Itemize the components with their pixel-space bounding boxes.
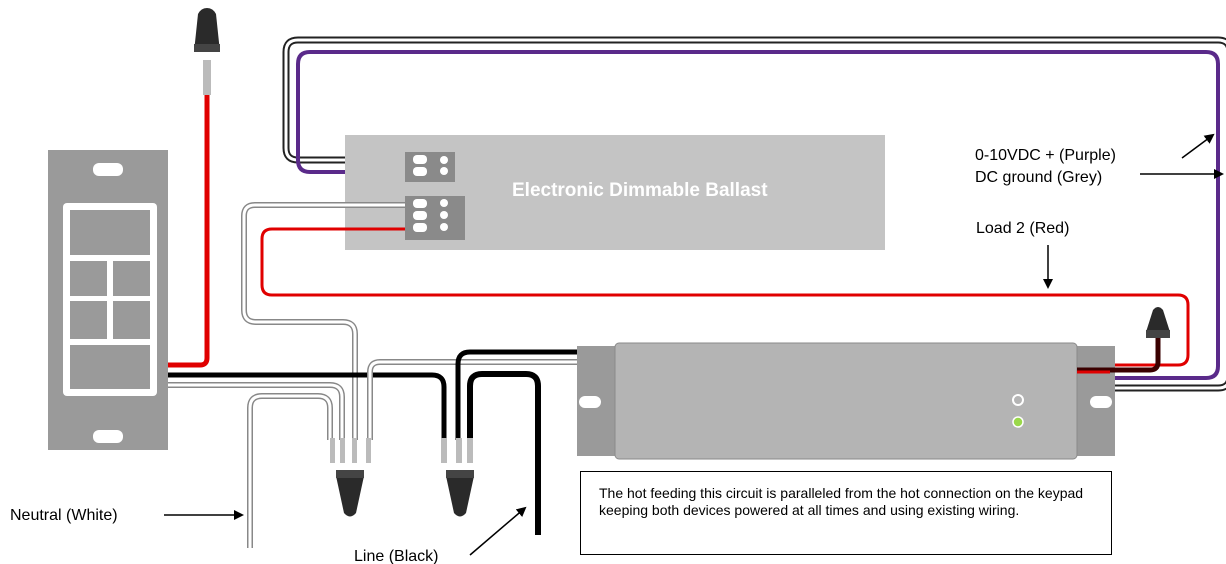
keypad-bottom-slot xyxy=(93,430,123,443)
keypad-line-neutral-wires xyxy=(168,349,620,548)
label-neutral: Neutral (White) xyxy=(10,507,118,524)
module-red-wire xyxy=(1077,338,1161,374)
wire-nut-neutral xyxy=(336,476,364,517)
terminal-screws xyxy=(413,155,448,232)
keypad-button-6 xyxy=(70,345,150,389)
ballast-terminal-block-dc xyxy=(405,152,455,182)
label-arrows xyxy=(164,133,1224,556)
keypad xyxy=(48,150,168,450)
module-led-green xyxy=(1012,416,1024,428)
wire-nut-top xyxy=(194,8,220,52)
keypad-white-wire xyxy=(168,383,344,440)
neutral-white-wire-outline xyxy=(247,393,333,548)
ballast-grey-wires xyxy=(241,202,405,440)
module-white-wire xyxy=(368,360,620,440)
grey-dc-ground-wire-core xyxy=(284,38,1226,390)
purple-dc-positive-wire xyxy=(296,50,1220,380)
module-black-wire xyxy=(455,349,620,440)
keypad-button-3 xyxy=(113,261,150,296)
keypad-button-2 xyxy=(70,261,107,296)
arrow-purple xyxy=(1181,133,1215,159)
red-load-wire-ballast xyxy=(260,227,1190,367)
power-module xyxy=(577,342,1115,460)
ballast-title: Electronic Dimmable Ballast xyxy=(512,180,768,201)
label-load2: Load 2 (Red) xyxy=(976,220,1069,237)
electronic-dimmable-ballast: Electronic Dimmable Ballast xyxy=(345,135,885,250)
keypad-button-5 xyxy=(113,301,150,339)
keypad-button-4 xyxy=(70,301,107,339)
module-led-white xyxy=(1012,394,1024,406)
wire-nut-line xyxy=(446,476,474,517)
keypad-red-wire xyxy=(168,60,211,368)
label-line: Line (Black) xyxy=(354,548,438,564)
arrow-line xyxy=(469,506,527,556)
keypad-black-wire xyxy=(168,372,447,440)
note-box: The hot feeding this circuit is parallel… xyxy=(580,471,1112,555)
line-black-wire xyxy=(467,371,541,535)
keypad-top-slot xyxy=(93,163,123,176)
neutral-white-wire xyxy=(248,394,332,548)
label-grey: DC ground (Grey) xyxy=(975,169,1102,186)
module-body xyxy=(614,342,1078,460)
label-purple: 0-10VDC + (Purple) xyxy=(975,147,1116,164)
module-mount-hole-left xyxy=(579,396,601,408)
module-mount-hole-right xyxy=(1090,396,1112,408)
keypad-buttons xyxy=(70,210,150,389)
stripped-wire-ends xyxy=(330,438,473,463)
keypad-button-1 xyxy=(70,210,150,255)
wire-nut-load xyxy=(1146,307,1170,332)
note-text: The hot feeding this circuit is parallel… xyxy=(599,485,1084,518)
dc-control-wires xyxy=(282,36,1226,392)
